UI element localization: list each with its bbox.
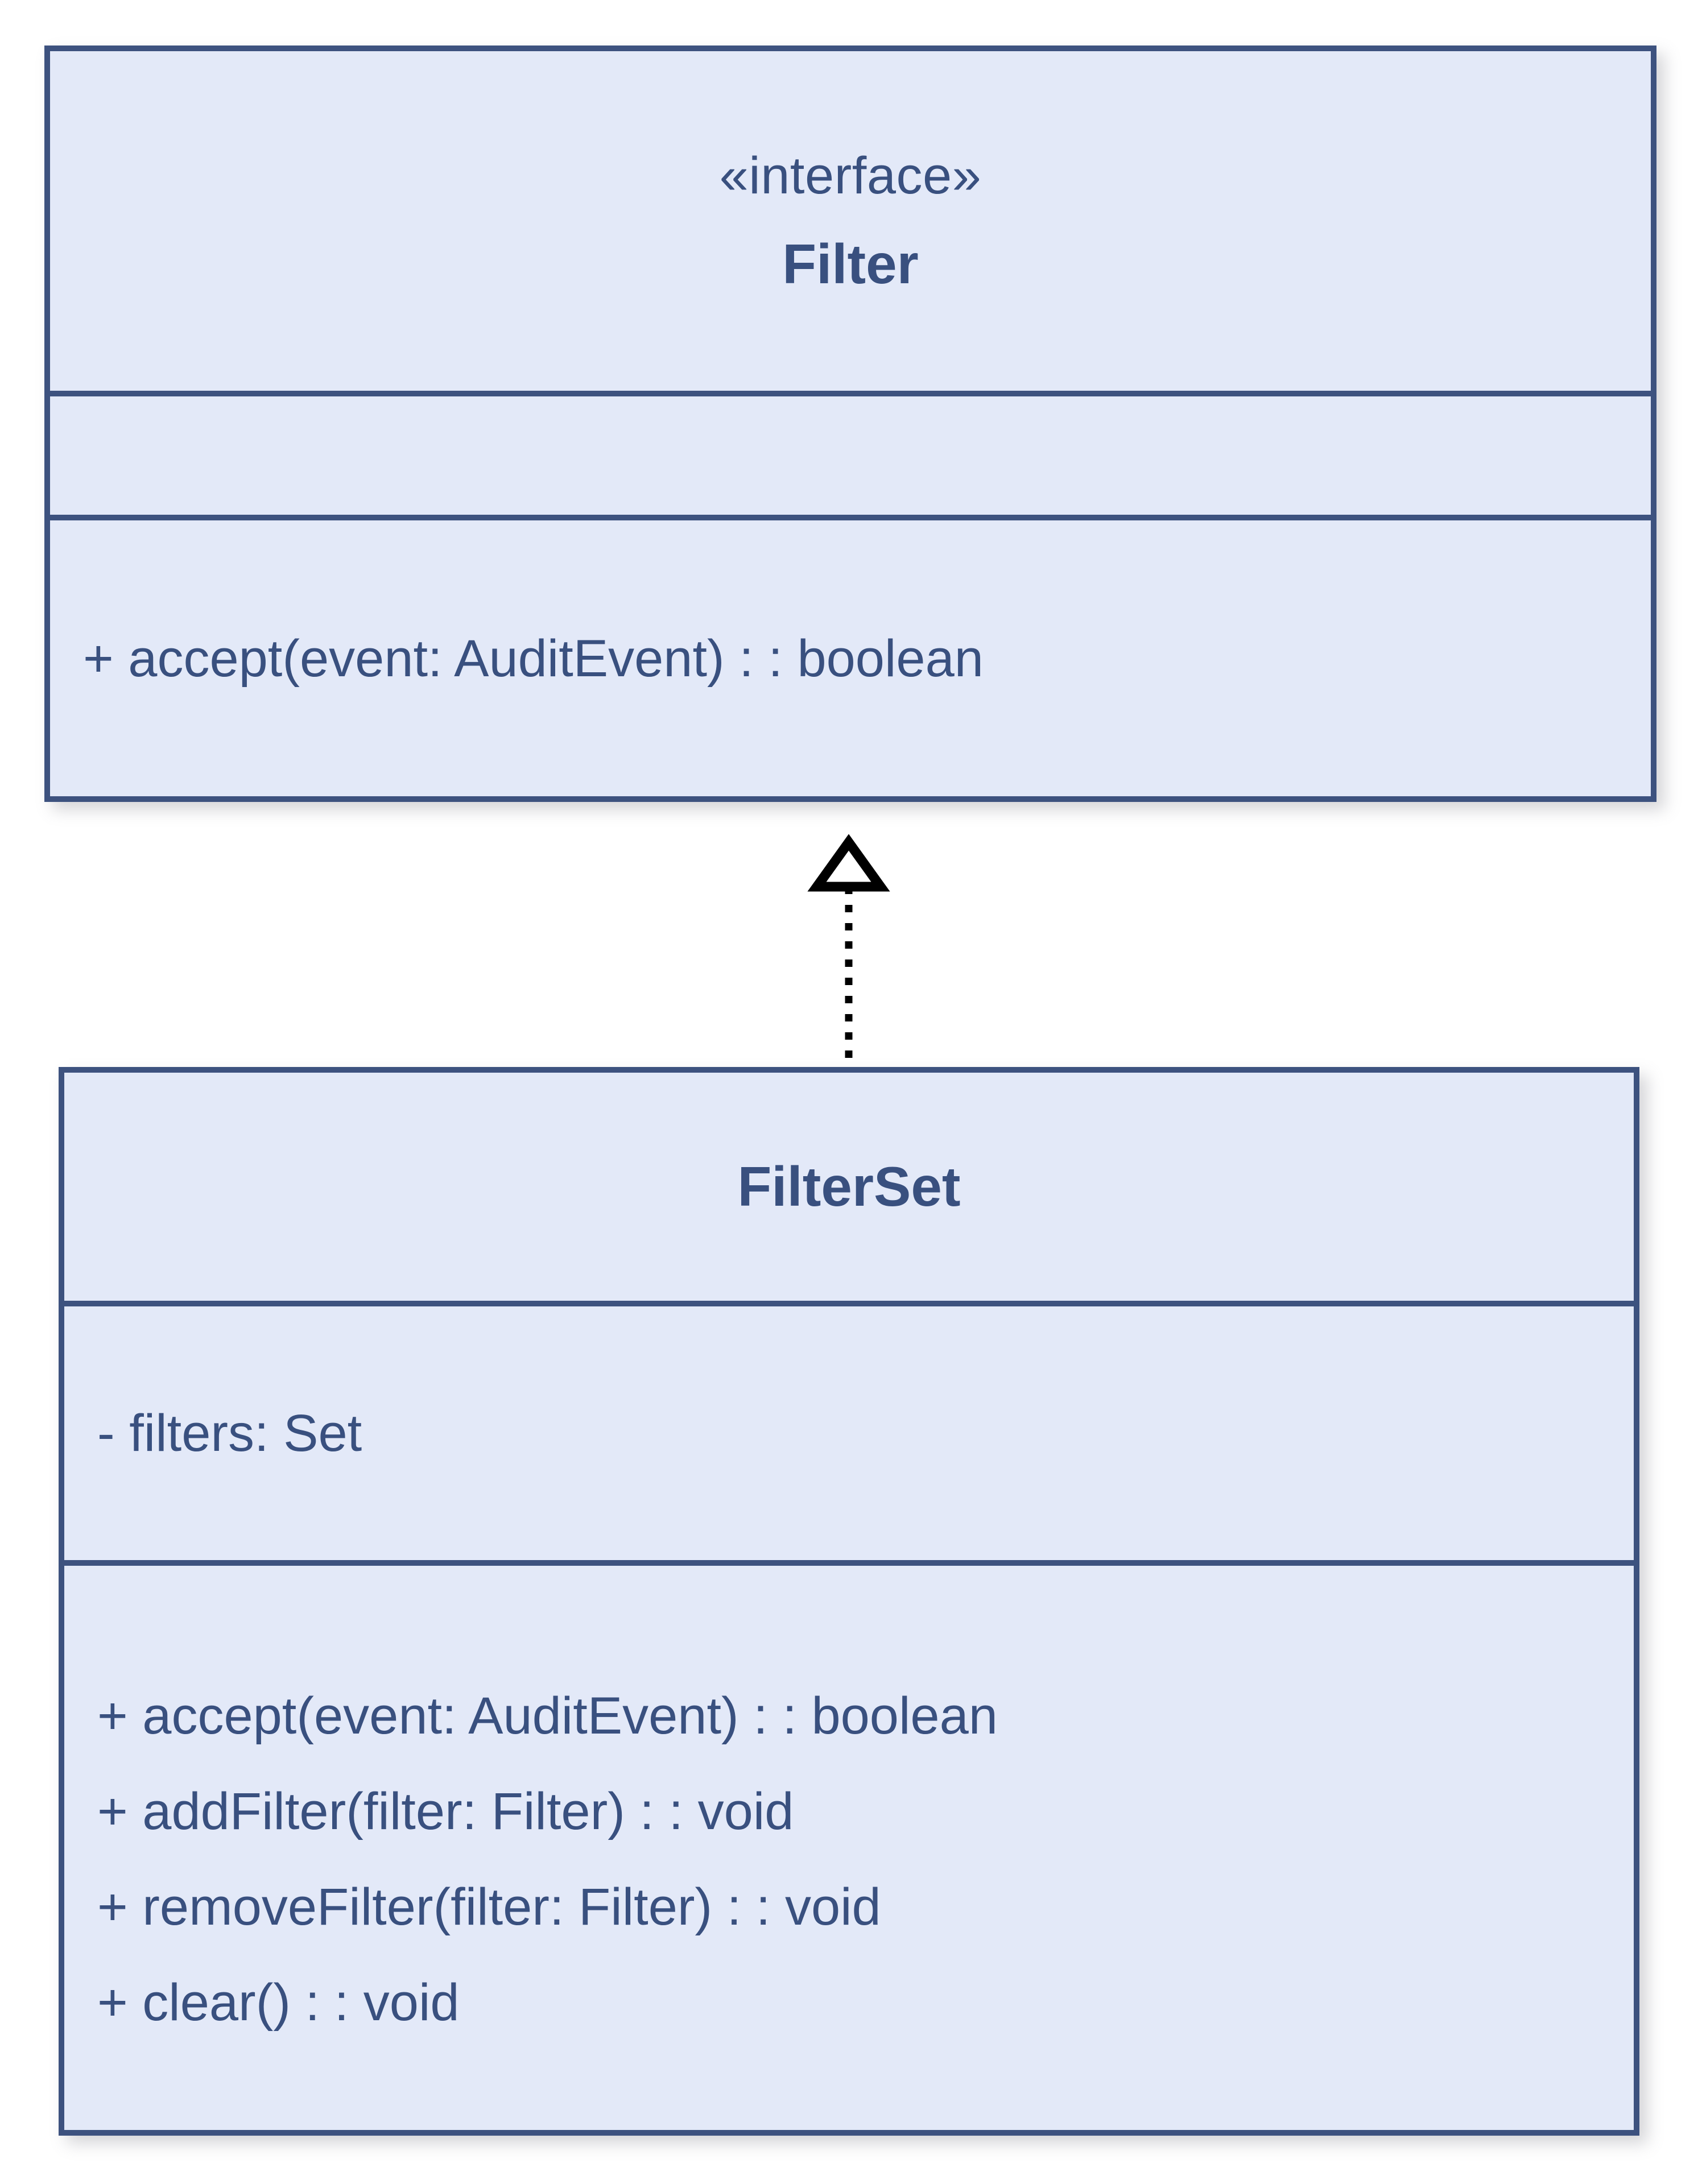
hollow-triangle-arrowhead	[807, 834, 890, 892]
operation-row: + accept(event: AuditEvent) : : boolean	[83, 629, 984, 688]
class-name-filterset: FilterSet	[737, 1155, 961, 1218]
operation-row: + addFilter(filter: Filter) : : void	[97, 1782, 794, 1840]
operation-row: + accept(event: AuditEvent) : : boolean	[97, 1687, 998, 1745]
operations-compartment-filterset: + accept(event: AuditEvent) : : boolean …	[64, 1566, 1634, 2130]
stereotype-label: «interface»	[719, 146, 982, 205]
operation-row: + clear() : : void	[97, 1974, 460, 2032]
attribute-row: - filters: Set	[97, 1404, 362, 1462]
class-header-filterset: FilterSet	[64, 1073, 1634, 1306]
class-header-filter: «interface» Filter	[50, 51, 1651, 396]
realization-connector	[807, 834, 890, 1073]
uml-class-filterset[interactable]: FilterSet - filters: Set + accept(event:…	[59, 1067, 1639, 2136]
operations-compartment-filter: + accept(event: AuditEvent) : : boolean	[50, 520, 1651, 796]
attributes-compartment-filter	[50, 396, 1651, 520]
uml-class-filter[interactable]: «interface» Filter + accept(event: Audit…	[44, 46, 1656, 802]
operation-row: + removeFilter(filter: Filter) : : void	[97, 1878, 881, 1936]
class-name-filter: Filter	[782, 233, 919, 296]
attributes-compartment-filterset: - filters: Set	[64, 1306, 1634, 1566]
